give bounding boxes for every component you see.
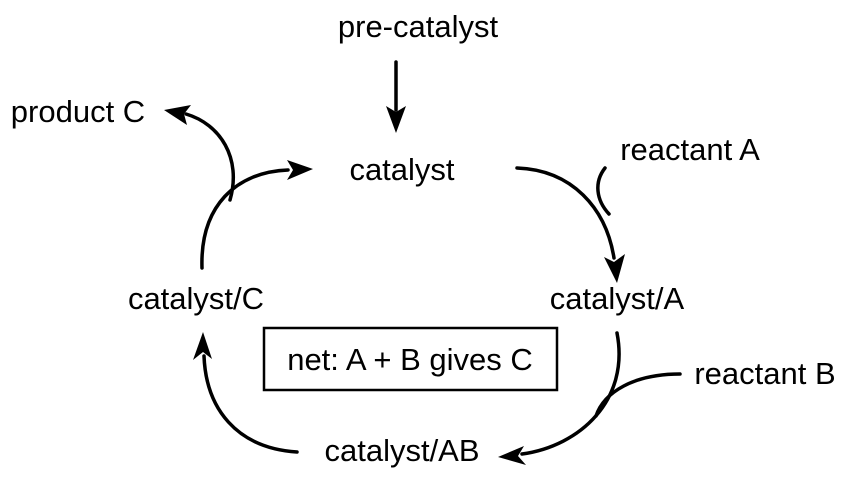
catalyst-a-label: catalyst/A [550, 281, 685, 316]
catalyst-ab-to-catalyst-c-arrow [193, 332, 299, 454]
pre-catalyst-to-catalyst-arrow [386, 60, 406, 133]
catalyst-c-label: catalyst/C [128, 281, 264, 316]
catalyst-label: catalyst [349, 152, 454, 187]
reactant-a-label: reactant A [620, 132, 760, 167]
reactant-b-label: reactant B [694, 356, 835, 391]
pre-catalyst-label: pre-catalyst [338, 9, 499, 44]
product-c-label: product C [11, 94, 145, 129]
net-reaction-text: net: A + B gives C [287, 342, 533, 377]
reactant-b-join-curve [594, 372, 682, 418]
net-reaction-box: net: A + B gives C [262, 326, 559, 392]
catalyst-to-catalyst-a-arrow [515, 166, 625, 283]
reactant-a-join-curve [596, 166, 611, 216]
catalyst-ab-label: catalyst/AB [324, 433, 479, 468]
net-reaction-frame [262, 326, 559, 392]
catalyst-c-to-catalyst-arrow [200, 160, 313, 270]
product-c-release-arrow [164, 105, 236, 202]
